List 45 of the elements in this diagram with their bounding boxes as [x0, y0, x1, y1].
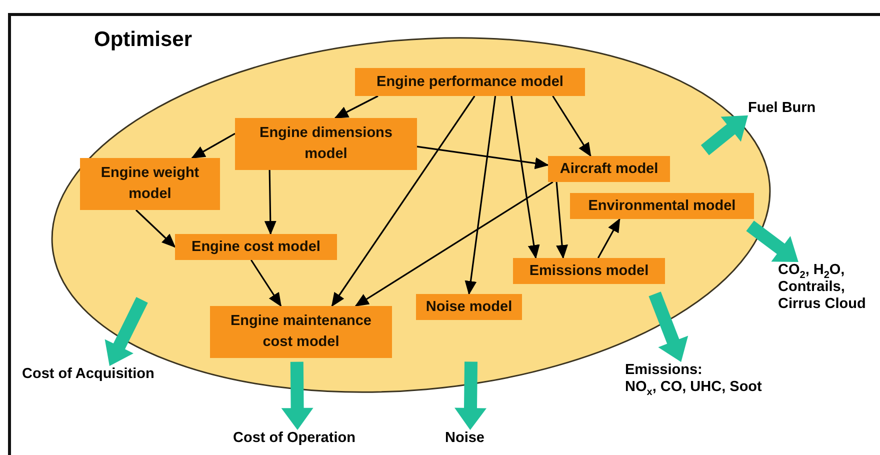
model-label: Engine dimensions model: [258, 124, 394, 164]
arrow: [135, 209, 176, 248]
model-box: [416, 294, 522, 320]
model-box: [570, 193, 754, 219]
output-label: Fuel Burn: [748, 100, 816, 117]
diagram-heading: Optimiser: [94, 28, 192, 52]
block-arrow: [281, 362, 314, 430]
block-arrow: [648, 292, 688, 362]
arrow: [354, 181, 554, 307]
model-label: Engine cost model: [192, 238, 320, 256]
output-label: Cost of Operation: [233, 430, 356, 447]
arrow: [552, 96, 592, 157]
arrow: [464, 96, 496, 295]
arrow: [416, 146, 549, 170]
output-label: CO$_{2}$, H$_{2}$O, Contrails, Cirrus Cloud: [778, 262, 867, 313]
arrow: [334, 95, 378, 119]
model-label: Environmental model: [588, 196, 736, 216]
block-arrow: [104, 297, 148, 366]
arrow: [191, 132, 236, 159]
arrow: [331, 96, 476, 307]
arrow: [597, 218, 620, 258]
model-box: [80, 158, 220, 210]
output-label: Noise: [445, 430, 484, 447]
arrow: [250, 260, 282, 307]
block-arrow: [454, 362, 486, 430]
model-box: [210, 306, 392, 358]
model-label: Engine performance model: [376, 72, 564, 92]
block-arrow: [700, 115, 748, 156]
output-label: NO$_{x}$, CO, UHC, Soot: [625, 379, 762, 396]
model-box: [355, 68, 585, 96]
arrow: [264, 170, 276, 235]
model-label: Engine weight model: [100, 164, 200, 204]
model-box: [548, 156, 670, 182]
block-arrow: [746, 220, 798, 262]
model-label: Aircraft model: [560, 160, 658, 178]
arrow: [510, 96, 540, 259]
output-label: Emissions:: [625, 362, 702, 379]
model-label: Engine maintenance cost model: [229, 312, 372, 352]
model-box: [513, 258, 665, 284]
model-label: Noise model: [426, 298, 512, 316]
model-label: Emissions model: [529, 262, 649, 280]
model-box: [175, 234, 337, 260]
arrow: [556, 182, 568, 259]
model-box: [235, 118, 417, 170]
output-label: Cost of Acquisition: [22, 366, 154, 383]
